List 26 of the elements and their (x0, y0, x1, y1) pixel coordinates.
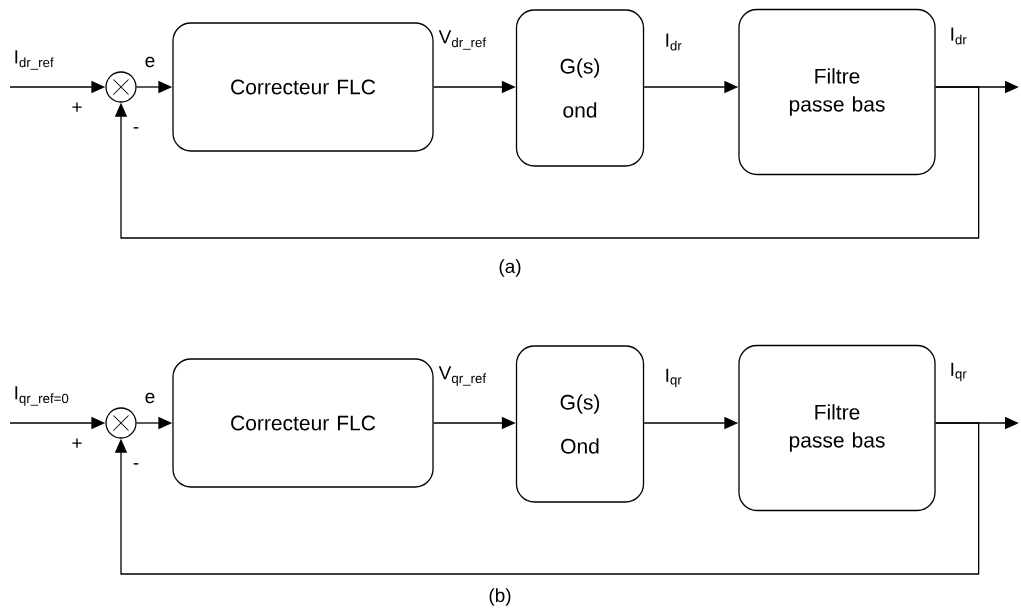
signal-label: V$_{qr_ref}$ (437, 365, 488, 387)
caption: (a) (499, 259, 521, 277)
sign-label: - (133, 127, 139, 129)
sign-label: - (133, 463, 139, 465)
process-box: Filtre passe bas (738, 344, 936, 512)
summing-junction (105, 71, 137, 103)
signal-label: I$_{qr_ref=0}$ (12, 385, 71, 407)
arrow (114, 86, 980, 239)
signal-label: I$_{dr_ref}$ (12, 49, 56, 71)
signal-label: I$_{dr}$ (948, 26, 969, 46)
signal-label: e (143, 55, 157, 69)
process-box: G(s) Ond (515, 345, 645, 503)
signal-label: I$_{qr}$ (948, 361, 969, 383)
arrow (114, 422, 980, 575)
process-box: Correcteur FLC (172, 358, 434, 488)
caption: (b) (489, 588, 511, 606)
process-box: Correcteur FLC (172, 22, 434, 152)
summing-junction (105, 407, 137, 439)
signal-label: e (143, 391, 157, 405)
sign-label: + (72, 438, 82, 448)
sign-label: + (72, 102, 82, 112)
process-box: G(s) ond (515, 9, 645, 167)
signal-label: V$_{dr_ref}$ (437, 29, 488, 51)
process-box: Filtre passe bas (738, 8, 936, 176)
signal-label: I$_{qr}$ (663, 367, 684, 389)
signal-label: I$_{dr}$ (663, 32, 684, 52)
